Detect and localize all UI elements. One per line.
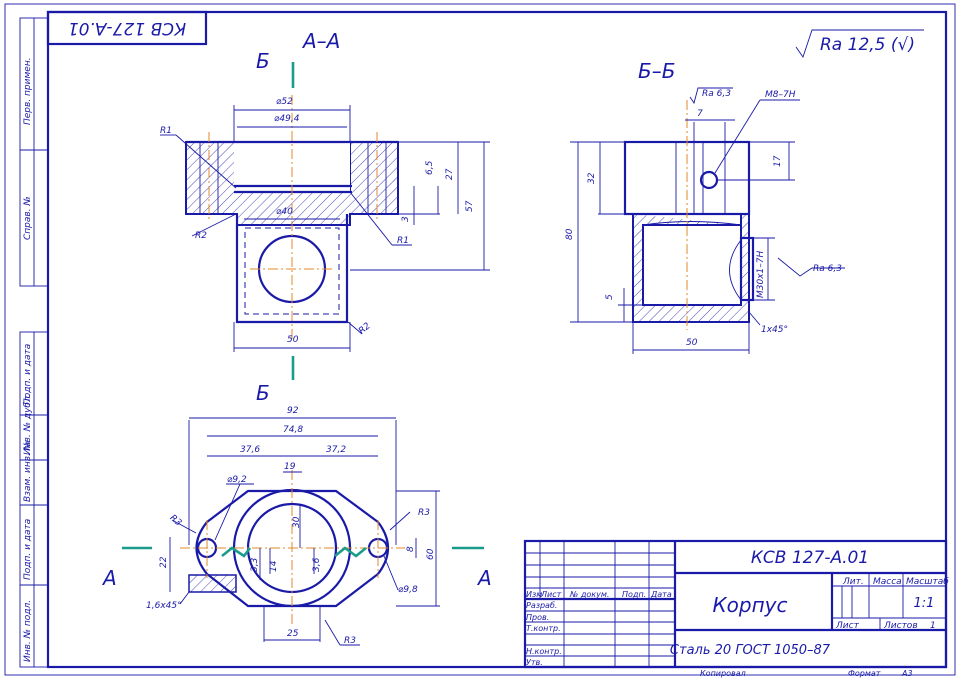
- cut-letter-a-left: А: [101, 566, 117, 590]
- ra63-side: Ra 6,3: [813, 264, 842, 274]
- cut-letter-b-bottom: Б: [256, 381, 270, 405]
- strip-perv-primen: Перв. примен.: [23, 57, 33, 125]
- dim-h17: 17: [773, 155, 783, 167]
- tb-format: Формат: [848, 669, 881, 678]
- tb-nkontr: Н.контр.: [526, 647, 562, 656]
- radius-r3-c: R3: [344, 636, 356, 646]
- section-aa-label: А–А: [301, 29, 340, 53]
- dim-19: 19: [284, 462, 296, 472]
- leader-r2-a: R2: [195, 231, 207, 241]
- dim-chamfer-bb: 1х45°: [761, 325, 788, 335]
- strip-podp-data: Подп. и дата: [23, 344, 33, 405]
- top-designation-text: КСВ 127-А.01: [68, 18, 186, 38]
- strip-vzam-inv: Взам. инв. №: [23, 441, 33, 502]
- dim-748: 74,8: [283, 425, 303, 435]
- outer-frame: [4, 3, 956, 676]
- dim-w7: 7: [697, 109, 703, 119]
- dim-w50: 50: [287, 335, 299, 345]
- dim-h80: 80: [565, 228, 575, 240]
- tb-prov: Пров.: [526, 613, 549, 622]
- cut-letter-a-right: А: [476, 566, 492, 590]
- left-strip: Перв. примен. Справ. № Подп. и дата Инв.…: [19, 17, 49, 668]
- tb-h-izm: Изм: [526, 590, 542, 599]
- tb-kopiroval: Копировал: [700, 669, 746, 678]
- dim-thread-m30: M30х1–7H: [756, 251, 766, 298]
- radius-r3-b: R3: [418, 508, 430, 518]
- strip-podp-data-2: Подп. и дата: [23, 519, 33, 580]
- tb-utv: Утв.: [526, 658, 543, 667]
- tb-scale-value: 1:1: [914, 596, 935, 611]
- tb-h-list: Лист: [540, 590, 562, 599]
- title-block: Изм Лист № докум. Подп. Дата Разраб. Про…: [523, 539, 949, 678]
- ra63-top: Ra 6,3: [702, 89, 731, 99]
- dim-h65: 6,5: [425, 160, 435, 175]
- tb-list: Лист: [835, 621, 860, 631]
- leader-r1-a: R1: [160, 126, 172, 136]
- strip-inv-podl: Инв. № подл.: [23, 600, 33, 662]
- tb-masshtab: Масштаб: [906, 577, 949, 587]
- tb-listov-value: 1: [930, 621, 936, 631]
- tb-lit: Лит.: [842, 577, 864, 587]
- tb-massa: Масса: [873, 577, 902, 587]
- cut-letter-b-top: Б: [256, 49, 270, 73]
- inner-frame: [46, 10, 948, 669]
- tb-material: Сталь 20 ГОСТ 1050–87: [670, 643, 831, 658]
- dim-h5: 5: [605, 294, 615, 300]
- dim-d494: ⌀49,4: [274, 114, 300, 124]
- section-aa-view: А–А Б Б ⌀52 ⌀4: [160, 29, 490, 405]
- dim-36: 3,6: [312, 557, 322, 572]
- hole-d92: ⌀9,2: [227, 475, 247, 485]
- dim-w50-bb: 50: [686, 338, 698, 348]
- dim-chamfer-plan: 1,6х45°: [146, 601, 182, 611]
- tb-designation: КСВ 127-А.01: [751, 548, 869, 568]
- tb-format-value: А3: [901, 669, 913, 678]
- dim-60: 60: [426, 548, 436, 560]
- general-roughness-text: Ra 12,5 (√): [820, 35, 915, 55]
- radius-r3-a: R3: [168, 513, 184, 529]
- general-roughness: Ra 12,5 (√): [795, 29, 924, 58]
- dim-h27: 27: [445, 168, 455, 180]
- tb-h-doc: № докум.: [569, 590, 609, 599]
- dim-d40: ⌀40: [276, 207, 293, 217]
- strip-inv-dubl: Инв. № дубл.: [23, 393, 33, 455]
- dim-8: 8: [406, 546, 416, 552]
- dim-30: 30: [292, 516, 302, 528]
- dim-372: 37,2: [326, 445, 346, 455]
- hole-d98: ⌀9,8: [398, 585, 418, 595]
- dim-376: 37,6: [240, 445, 260, 455]
- dim-22: 22: [159, 556, 169, 568]
- tb-listov: Листов: [883, 621, 918, 631]
- leader-r2-b: R2: [357, 321, 373, 337]
- plan-view: А А 92 74,8 37,6 37,2 19 ⌀9,2 ⌀9,8 R3 R3…: [101, 406, 492, 646]
- section-bb-label: Б–Б: [638, 59, 675, 83]
- dim-h32: 32: [587, 172, 597, 184]
- dim-h3: 3: [401, 216, 411, 222]
- leader-r1-b: R1: [397, 236, 409, 246]
- leader-m8: M8–7H: [765, 90, 796, 100]
- dim-h57: 57: [465, 200, 475, 212]
- dim-d52: ⌀52: [276, 97, 293, 107]
- section-bb-view: Б–Б 80 32 5 17 7 Ra 6,3 M8–7H: [565, 59, 845, 354]
- strip-sprav-no: Справ. №: [23, 196, 33, 240]
- top-designation-box: КСВ 127-А.01: [46, 10, 208, 46]
- dim-25: 25: [287, 629, 299, 639]
- tb-h-data: Дата: [650, 590, 672, 599]
- dim-14: 14: [269, 560, 279, 572]
- tb-tkontr: Т.контр.: [526, 624, 561, 633]
- tb-h-podp: Подп.: [622, 590, 646, 599]
- dim-92: 92: [287, 406, 299, 416]
- tb-part-name: Корпус: [712, 593, 787, 617]
- dim-33: 3,3: [250, 557, 260, 572]
- tb-razrab: Разраб.: [526, 601, 557, 610]
